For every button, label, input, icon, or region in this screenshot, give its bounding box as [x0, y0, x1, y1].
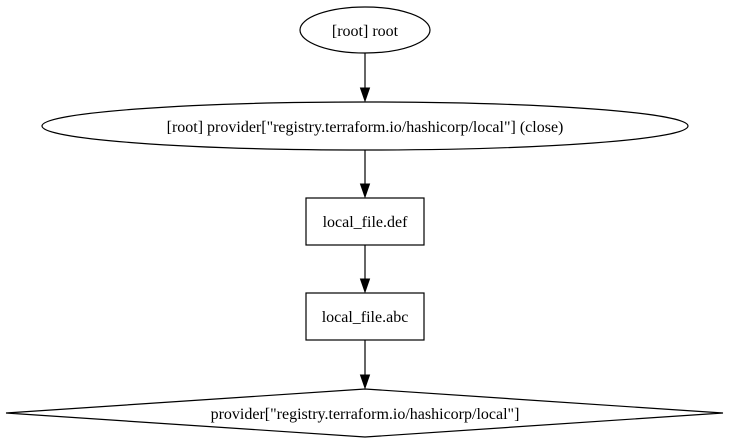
node-provider-close-label: [root] provider["registry.terraform.io/h…	[167, 119, 564, 136]
node-provider: provider["registry.terraform.io/hashicor…	[5, 388, 724, 438]
node-local-file-abc-label: local_file.abc	[322, 309, 409, 326]
node-root-label: [root] root	[332, 23, 399, 40]
arrowhead	[359, 183, 371, 199]
edge-root-to-provider-close	[359, 53, 371, 103]
node-local-file-abc: local_file.abc	[305, 292, 425, 341]
node-root: [root] root	[299, 6, 431, 54]
edge-provider-close-to-local-file-def	[359, 150, 371, 199]
edge-local-file-def-to-local-file-abc	[359, 245, 371, 294]
node-local-file-def-label: local_file.def	[323, 214, 409, 231]
node-provider-label: provider["registry.terraform.io/hashicor…	[211, 406, 520, 423]
arrowhead	[359, 374, 371, 390]
arrowhead	[359, 278, 371, 294]
node-local-file-def: local_file.def	[305, 197, 425, 246]
edge-local-file-abc-to-provider	[359, 340, 371, 390]
node-provider-shape	[5, 388, 724, 438]
arrowhead	[359, 87, 371, 103]
node-provider-close: [root] provider["registry.terraform.io/h…	[41, 101, 689, 151]
